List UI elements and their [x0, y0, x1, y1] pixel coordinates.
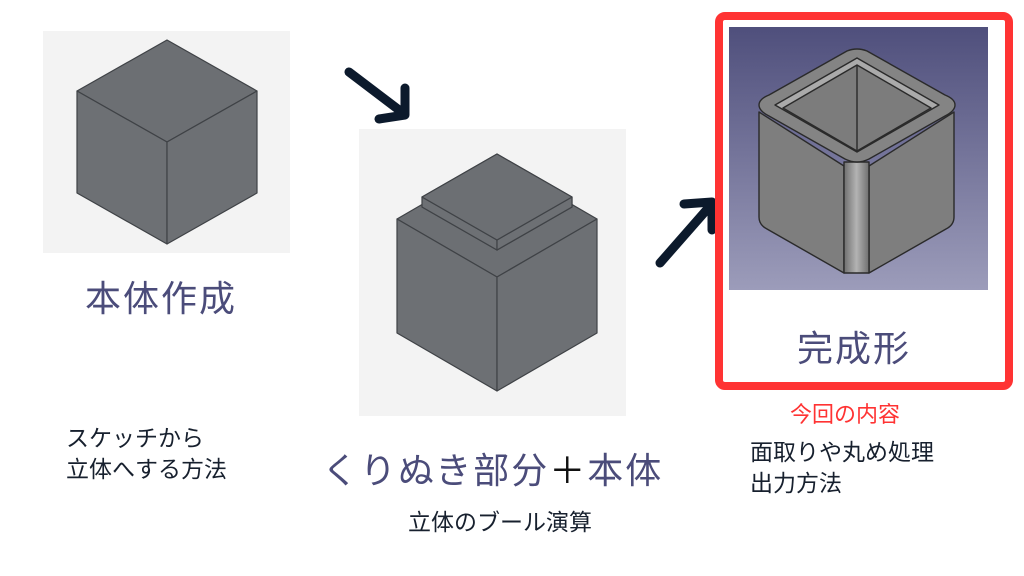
step3-description: 面取りや丸め処理 出力方法: [750, 438, 934, 500]
step2-title: くりぬき部分＋本体: [322, 442, 663, 494]
step3-title: 完成形: [797, 329, 912, 370]
render-viewport: [729, 27, 988, 290]
step1-description-line: 立体へする方法: [66, 457, 227, 483]
final-highlight-frame: 完成形: [715, 12, 1013, 390]
step3-description-line: 出力方法: [750, 471, 842, 497]
step2-description: 立体のブール演算: [408, 510, 592, 536]
boolean-panel: [359, 129, 626, 416]
arrow-up-right-icon: [655, 197, 717, 268]
boolean-cube-image: [396, 153, 598, 392]
step1-title: 本体作成: [85, 279, 238, 320]
current-content-label: 今回の内容: [790, 403, 901, 428]
step1-description: スケッチから 立体へする方法: [66, 424, 227, 486]
body-label: 本体: [587, 451, 664, 492]
cube-image: [76, 39, 258, 245]
hollow-box-image: [758, 48, 956, 274]
cutout-label: くりぬき部分: [322, 451, 550, 492]
plus-sign: ＋: [549, 451, 588, 492]
step1-description-line: スケッチから: [66, 426, 204, 452]
cube-panel: [43, 31, 290, 253]
step3-description-line: 面取りや丸め処理: [750, 440, 934, 466]
arrow-down-right-icon: [344, 67, 410, 124]
